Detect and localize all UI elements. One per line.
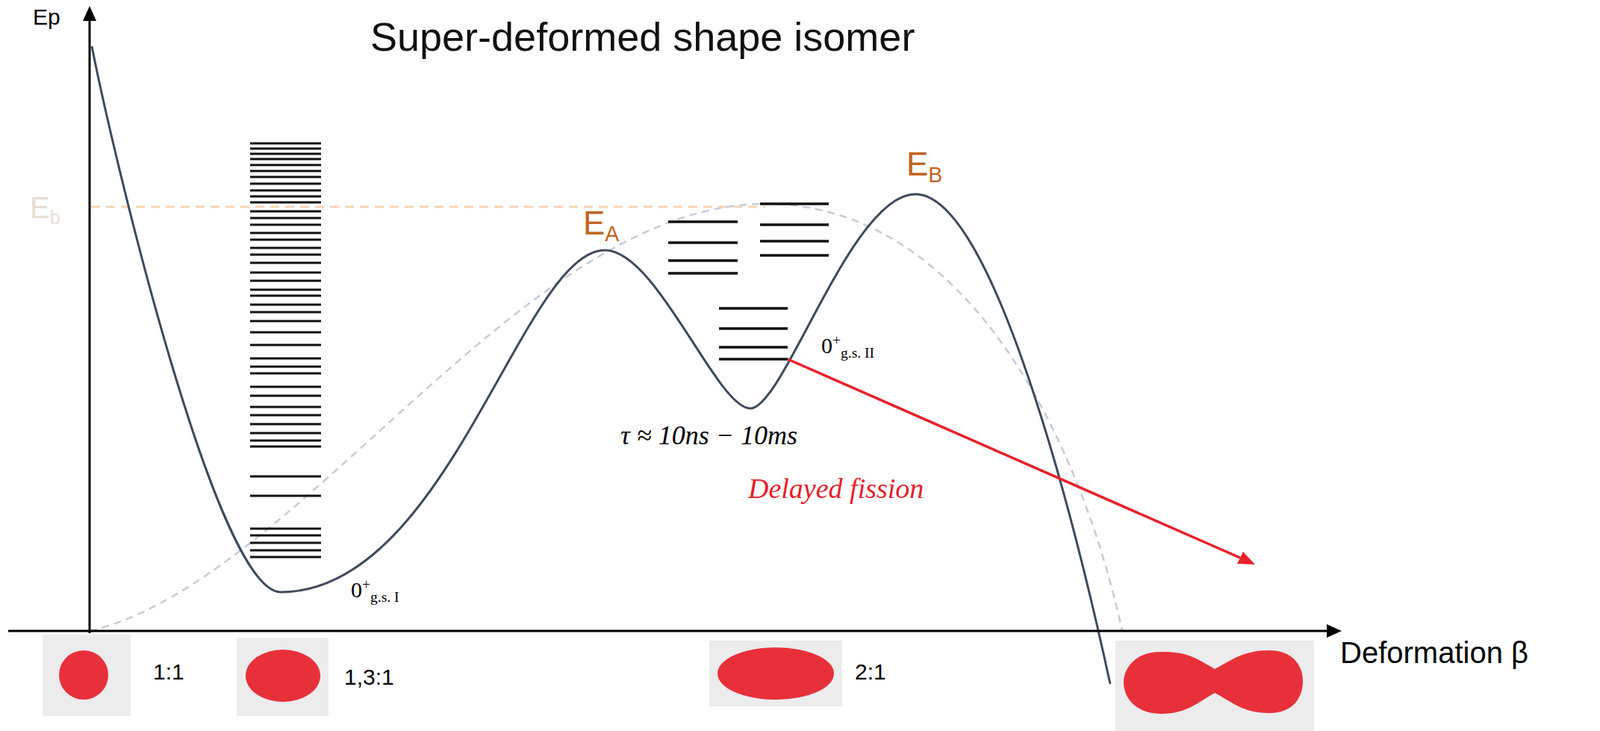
fission-arrow	[787, 359, 1241, 558]
y-axis	[88, 17, 92, 634]
axis-label: Deformation β	[1340, 637, 1529, 668]
label-text: E	[906, 145, 929, 183]
superscript-text: +	[832, 332, 841, 348]
energy-level-label: Eb	[29, 192, 61, 223]
subscript-text: b	[50, 206, 61, 229]
barrier-label: EB	[906, 147, 943, 181]
axis-ratio-label: 1,3:1	[344, 665, 395, 689]
state-label: 0+g.s. II	[821, 334, 875, 357]
label-text: E	[583, 204, 605, 242]
shape-box	[236, 637, 329, 717]
superscript-text: +	[362, 576, 371, 593]
superdeformed-nucleus	[717, 647, 834, 700]
axis-arrowhead	[82, 5, 97, 21]
shape-box	[42, 634, 131, 717]
subscript-text: g.s. II	[840, 344, 875, 361]
state-label: 0+g.s. I	[350, 578, 399, 602]
liquid-drop-curve	[89, 203, 1123, 631]
x-axis	[8, 630, 1331, 633]
axis-ratio-label: 1:1	[153, 660, 185, 684]
spherical-nucleus	[58, 650, 109, 700]
potential-curve	[91, 46, 1111, 684]
barrier-level-line	[91, 206, 766, 209]
label-text: E	[29, 191, 51, 224]
shape-box	[1115, 640, 1315, 731]
scission-nucleus	[1123, 650, 1303, 714]
subscript-text: B	[928, 162, 943, 187]
label-text: 0	[350, 577, 363, 602]
deformed-nucleus	[245, 649, 321, 702]
shape-box	[709, 640, 843, 707]
subscript-text: g.s. I	[370, 589, 399, 605]
axis-label: Ep	[32, 5, 61, 29]
subscript-text: A	[604, 221, 619, 246]
lifetime-label: τ ≈ 10ns − 10ms	[620, 421, 798, 449]
energy-levels	[250, 143, 322, 557]
diagram-title: Super-deformed shape isomer	[370, 16, 915, 57]
axis-ratio-label: 2:1	[854, 660, 887, 684]
barrier-label: EA	[583, 206, 619, 240]
fission-arrowhead	[1237, 551, 1256, 565]
process-label: Delayed fission	[748, 474, 924, 503]
label-text: 0	[821, 332, 833, 358]
energy-levels	[668, 203, 829, 360]
axis-arrowhead	[1326, 624, 1342, 638]
